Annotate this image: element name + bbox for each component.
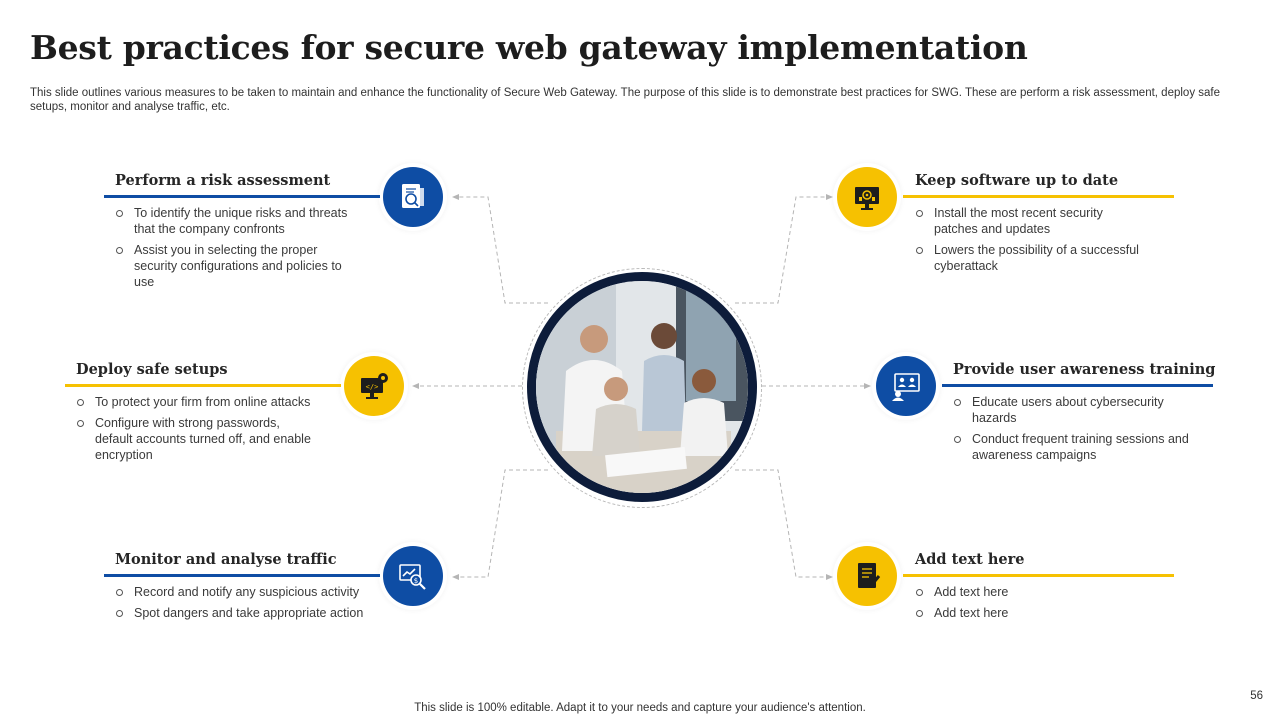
video-training-icon — [876, 356, 936, 416]
bullet-item: Record and notify any suspicious activit… — [115, 584, 385, 600]
bullet-item: Lowers the possibility of a successful c… — [915, 242, 1150, 274]
monitor-update-icon — [837, 167, 897, 227]
bullet-item: Add text here — [915, 605, 1150, 621]
document-pen-icon — [837, 546, 897, 606]
bullet-item: To protect your firm from online attacks — [76, 394, 311, 410]
item-bullets-add-text: Add text here Add text here — [915, 584, 1150, 626]
connector-monitor-traffic — [452, 469, 548, 580]
item-title-risk-assessment: Perform a risk assessment — [115, 172, 331, 189]
item-rule-software-update — [903, 195, 1174, 198]
item-bullets-risk-assessment: To identify the unique risks and threats… — [115, 205, 350, 295]
item-bullets-monitor-traffic: Record and notify any suspicious activit… — [115, 584, 385, 626]
report-search-icon — [383, 167, 443, 227]
bullet-item: Install the most recent security patches… — [915, 205, 1150, 237]
slide-subtitle: This slide outlines various measures to … — [30, 87, 1221, 113]
center-dashed-ring — [522, 268, 762, 508]
svg-text:</>: </> — [366, 383, 379, 391]
item-title-user-training: Provide user awareness training — [953, 361, 1216, 378]
item-title-software-update: Keep software up to date — [915, 172, 1119, 189]
monitor-gear-code-icon: </> — [344, 356, 404, 416]
team-meeting-photo — [527, 272, 757, 502]
footer-note: This slide is 100% editable. Adapt it to… — [414, 702, 866, 714]
bullet-item: Spot dangers and take appropriate action — [115, 605, 385, 621]
bullet-item: To identify the unique risks and threats… — [115, 205, 350, 237]
bullet-item: Conduct frequent training sessions and a… — [953, 431, 1193, 463]
slide-title: Best practices for secure web gateway im… — [30, 28, 1028, 67]
item-title-safe-setups: Deploy safe setups — [76, 361, 228, 378]
page-number: 56 — [1250, 690, 1263, 702]
bullet-item: Add text here — [915, 584, 1150, 600]
item-rule-add-text — [903, 574, 1174, 577]
item-rule-user-training — [942, 384, 1213, 387]
item-rule-monitor-traffic — [104, 574, 380, 577]
item-title-monitor-traffic: Monitor and analyse traffic — [115, 551, 337, 568]
bullet-item: Educate users about cybersecurity hazard… — [953, 394, 1193, 426]
item-rule-risk-assessment — [104, 195, 380, 198]
item-bullets-safe-setups: To protect your firm from online attacks… — [76, 394, 311, 468]
connector-add-text — [735, 469, 833, 580]
item-rule-safe-setups — [65, 384, 341, 387]
connector-risk-assessment — [452, 194, 548, 304]
bullet-item: Assist you in selecting the proper secur… — [115, 242, 350, 290]
item-bullets-software-update: Install the most recent security patches… — [915, 205, 1150, 279]
bullet-item: Configure with strong passwords, default… — [76, 415, 311, 463]
svg-text:$: $ — [414, 577, 418, 585]
connector-software-update — [735, 194, 833, 304]
item-title-add-text: Add text here — [915, 551, 1025, 568]
chart-magnifier-icon: $ — [383, 546, 443, 606]
item-bullets-user-training: Educate users about cybersecurity hazard… — [953, 394, 1193, 468]
